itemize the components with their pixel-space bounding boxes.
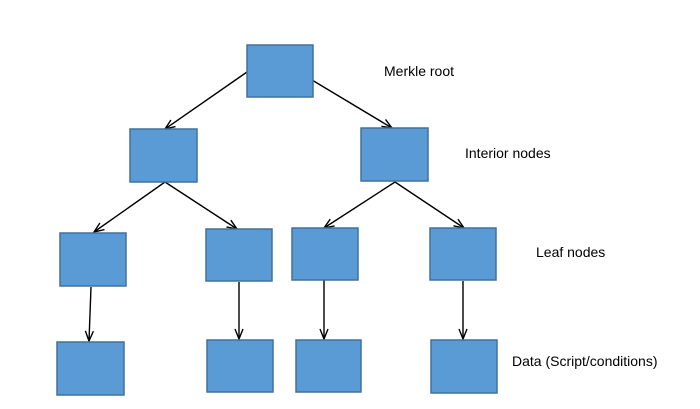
- interior-node-right: [360, 127, 429, 182]
- edge-interior-left-to-leaf-2: [164, 181, 237, 229]
- data-label: Data (Script/conditions): [512, 353, 658, 369]
- edge-root-to-interior-left: [165, 71, 248, 129]
- edge-interior-right-to-leaf-4: [394, 181, 464, 228]
- leaf-node-1: [59, 232, 127, 287]
- nodes: [56, 44, 498, 396]
- data-node-3: [295, 339, 362, 393]
- edge-leaf-1-to-data-1: [89, 286, 91, 341]
- edge-interior-right-to-leaf-3: [324, 181, 396, 228]
- data-node-1: [56, 341, 125, 396]
- edge-root-to-interior-right: [311, 79, 392, 128]
- edges: [89, 71, 464, 341]
- leaf-node-2: [205, 228, 273, 282]
- merkle-root-node: [246, 44, 314, 98]
- leaf-node-3: [291, 227, 359, 281]
- interior-nodes-label: Interior nodes: [465, 145, 551, 161]
- data-node-2: [206, 339, 274, 393]
- level-labels: Merkle root Interior nodes Leaf nodes Da…: [384, 63, 658, 369]
- data-node-4: [430, 339, 498, 394]
- leaf-node-4: [429, 227, 497, 281]
- merkle-root-label: Merkle root: [384, 63, 454, 79]
- edge-interior-left-to-leaf-1: [94, 181, 166, 232]
- leaf-nodes-label: Leaf nodes: [536, 244, 605, 260]
- interior-node-left: [129, 128, 198, 183]
